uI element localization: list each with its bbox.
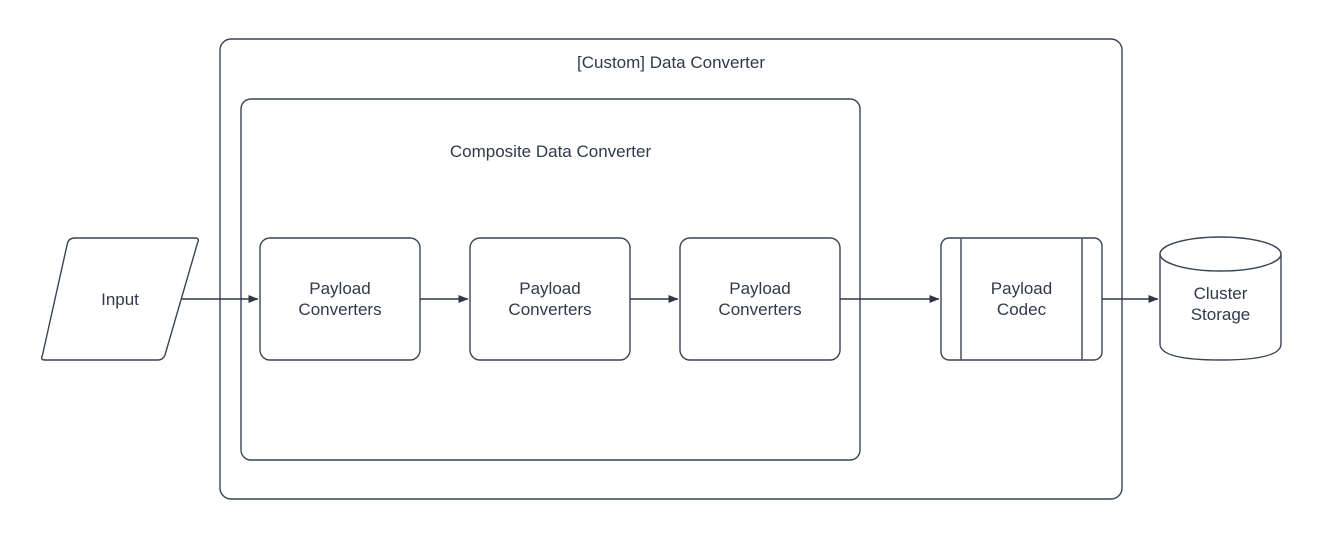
node-payload-codec[interactable] (941, 238, 1102, 360)
node-payload-converters-2[interactable] (470, 238, 630, 360)
node-input[interactable] (40, 238, 200, 360)
node-payload-codec-shape[interactable] (940, 237, 1103, 361)
node-cluster-storage[interactable] (1160, 237, 1281, 360)
node-payload-converters-3[interactable] (680, 238, 840, 360)
node-cluster-storage-shape[interactable] (1159, 236, 1282, 361)
node-payload-converters-1[interactable] (260, 238, 420, 360)
node-input-shape[interactable] (40, 237, 200, 361)
